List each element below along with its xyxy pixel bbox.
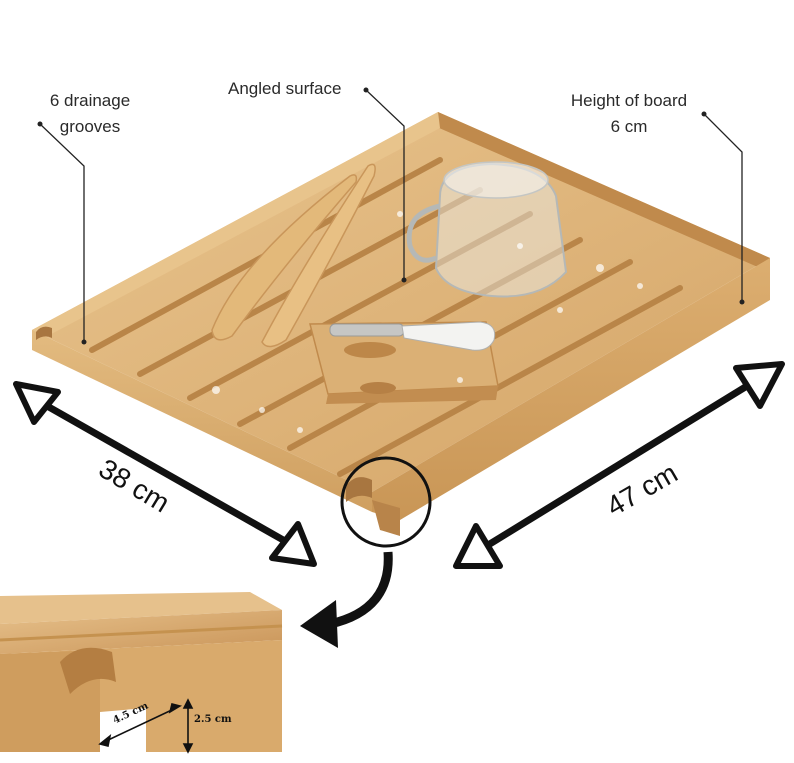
arrow-icon <box>13 381 317 567</box>
arrow-icon-length <box>453 361 785 569</box>
board-front-edge <box>372 258 770 520</box>
board-top-surface <box>32 112 770 492</box>
corner-notch <box>346 477 372 502</box>
water-droplets <box>212 211 643 433</box>
inset-groove <box>60 647 116 694</box>
tongs-icon <box>211 163 376 348</box>
height-label-line1: Height of board <box>570 91 688 110</box>
board-left-edge <box>32 330 372 512</box>
drainage-leader <box>39 123 85 342</box>
groove-3 <box>187 211 533 401</box>
butter-board-hole <box>360 382 396 394</box>
drainage-label: 6 drainage grooves <box>40 88 140 140</box>
board-back-rim <box>430 112 770 268</box>
left-notch <box>36 326 52 340</box>
height-label: Height of board 6 cm <box>556 88 702 140</box>
angled-leader <box>365 89 405 280</box>
board-left-rim <box>32 112 440 340</box>
glass-cup-icon <box>406 161 568 298</box>
cutting-board <box>32 112 770 536</box>
inset-detail <box>0 592 283 754</box>
annotation-leaders <box>39 89 743 342</box>
height-label-line2: 6 cm <box>610 117 648 136</box>
groove-depth-dimension: 2.5 cm <box>194 714 232 725</box>
butter-knife-icon <box>329 321 496 351</box>
board-foot <box>372 500 400 536</box>
annotation-dots <box>37 87 745 345</box>
drainage-label-line2: grooves <box>59 117 121 136</box>
height-leader <box>703 113 743 302</box>
curved-arrow-icon <box>300 551 393 648</box>
groove-6 <box>337 285 683 477</box>
angled-surface-label: Angled surface <box>228 79 342 98</box>
butter-board-slot <box>344 342 396 358</box>
groove-width-line <box>103 707 177 743</box>
drainage-label-line1: 6 drainage <box>49 91 131 110</box>
magnifier-circle-icon <box>340 456 432 548</box>
